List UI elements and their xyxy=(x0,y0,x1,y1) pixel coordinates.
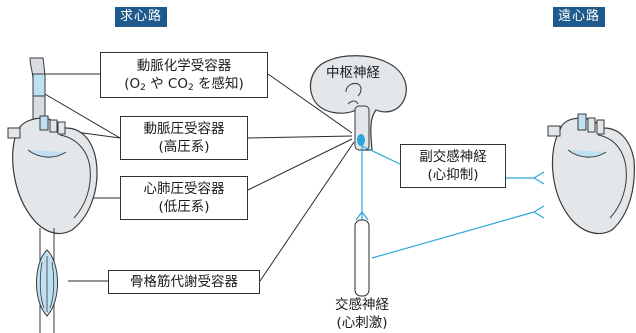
sympathetic-note: (心刺激) xyxy=(336,315,388,331)
sympathetic-ganglion xyxy=(354,219,370,297)
central-nervous-system-label: 中枢神経 xyxy=(326,65,380,81)
parasympathetic-box: 副交感神経 (心抑制) xyxy=(400,144,506,188)
sympathetic-title: 交感神経 xyxy=(335,297,389,313)
arterial-chemoreceptor-box: 動脈化学受容器 (O2 や CO2 を感知) xyxy=(100,52,268,98)
efferent-pathway-label: 遠心路 xyxy=(553,7,606,27)
arterial-baroreceptor-title: 動脈圧受容器 xyxy=(143,121,225,137)
parasympathetic-note: (心抑制) xyxy=(427,167,479,183)
arterial-chemoreceptor-title: 動脈化学受容器 xyxy=(136,58,232,74)
cardiopulmonary-baroreceptor-box: 心肺圧受容器 (低圧系) xyxy=(120,176,248,220)
cardiopulmonary-baroreceptor-title: 心肺圧受容器 xyxy=(143,181,225,197)
right-heart-illustration xyxy=(547,113,635,235)
afferent-pathway-label: 求心路 xyxy=(115,7,168,27)
left-heart-illustration xyxy=(7,57,98,333)
muscle-metaboreceptor-title: 骨格筋代謝受容器 xyxy=(130,274,238,290)
arterial-baroreceptor-box: 動脈圧受容器 (高圧系) xyxy=(120,116,248,160)
cardiopulmonary-baroreceptor-note: (低圧系) xyxy=(158,199,210,215)
arterial-baroreceptor-note: (高圧系) xyxy=(158,139,210,155)
sympathetic-label: 交感神経 (心刺激) xyxy=(322,296,402,332)
arterial-chemoreceptor-note: (O2 や CO2 を感知) xyxy=(124,76,244,93)
parasympathetic-title: 副交感神経 xyxy=(419,149,487,165)
muscle-metaboreceptor-box: 骨格筋代謝受容器 xyxy=(108,270,260,294)
